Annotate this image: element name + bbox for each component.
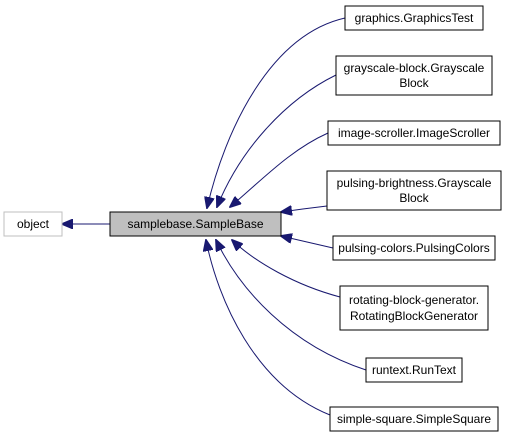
node-rotating-block-generator-label-line2: RotatingBlockGenerator [350, 309, 478, 323]
node-pulsing-brightness-label-line1: pulsing-brightness.Grayscale [337, 176, 492, 190]
node-grayscale-block-label-line1: grayscale-block.Grayscale [344, 61, 485, 75]
node-samplebase[interactable]: samplebase.SampleBase [109, 211, 282, 237]
node-graphics-test[interactable]: graphics.GraphicsTest [344, 5, 484, 31]
node-grayscale-block[interactable]: grayscale-block.Grayscale Block [335, 55, 493, 96]
edge-pulsing-colors-to-samplebase [281, 236, 334, 249]
node-pulsing-brightness-label-line2: Block [399, 191, 429, 205]
node-graphics-test-label: graphics.GraphicsTest [355, 11, 474, 25]
node-runtext-label: runtext.RunText [372, 363, 457, 377]
node-pulsing-colors-label: pulsing-colors.PulsingColors [338, 241, 489, 255]
node-pulsing-brightness[interactable]: pulsing-brightness.Grayscale Block [326, 170, 502, 211]
edge-runtext-to-samplebase [216, 240, 367, 371]
node-rotating-block-generator-label-line1: rotating-block-generator. [349, 293, 479, 307]
edge-simple-square-to-samplebase [206, 240, 331, 416]
node-rotating-block-generator[interactable]: rotating-block-generator. RotatingBlockG… [339, 285, 489, 331]
node-image-scroller[interactable]: image-scroller.ImageScroller [327, 120, 501, 146]
edge-graphics-to-samplebase [207, 17, 346, 208]
node-image-scroller-label: image-scroller.ImageScroller [338, 126, 490, 140]
node-object[interactable]: object [3, 211, 63, 237]
node-object-label: object [17, 217, 50, 231]
node-simple-square[interactable]: simple-square.SimpleSquare [329, 406, 499, 432]
edge-grayscale-block-to-samplebase [217, 74, 337, 207]
node-samplebase-label: samplebase.SampleBase [127, 217, 263, 231]
node-runtext[interactable]: runtext.RunText [365, 357, 463, 383]
edge-image-scroller-to-samplebase [230, 132, 329, 207]
node-grayscale-block-label-line2: Block [399, 76, 429, 90]
edge-rotating-block-to-samplebase [232, 240, 341, 298]
inheritance-edges [62, 17, 367, 416]
node-simple-square-label: simple-square.SimpleSquare [337, 412, 491, 426]
edge-pulsing-brightness-to-samplebase [281, 206, 328, 212]
node-pulsing-colors[interactable]: pulsing-colors.PulsingColors [332, 235, 496, 261]
